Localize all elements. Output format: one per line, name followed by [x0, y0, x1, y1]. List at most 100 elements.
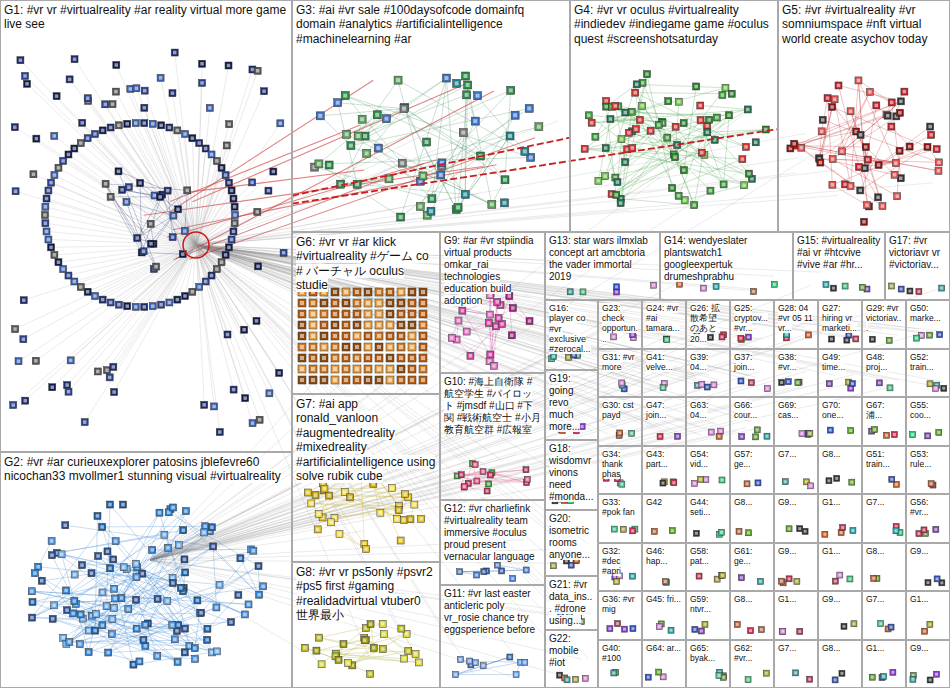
vertex-icon-face [83, 420, 87, 424]
vertex-icon [99, 296, 106, 303]
network-edge [54, 245, 196, 255]
vertex-icon-face [193, 657, 197, 661]
vertex-icon [374, 144, 382, 152]
vertex-icon [672, 123, 679, 130]
network-edge [336, 656, 371, 674]
vertex-icon-face [252, 549, 256, 553]
vertex-icon [208, 151, 215, 158]
vertex-icon-face [322, 367, 326, 371]
vertex-icon-face [388, 301, 392, 305]
vertex-icon [680, 120, 687, 127]
vertex-icon [829, 156, 836, 163]
vertex-icon [342, 299, 350, 307]
vertex-icon [77, 611, 84, 618]
vertex-icon [397, 310, 405, 318]
vertex-icon-face [937, 169, 941, 173]
vertex-icon [320, 310, 328, 318]
vertex-icon-face [399, 290, 403, 294]
network-edge [196, 245, 214, 406]
network-edge [319, 638, 374, 648]
vertex-icon-face [634, 127, 638, 131]
vertex-icon-face [388, 378, 392, 382]
vertex-icon [375, 343, 383, 351]
vertex-icon-face [104, 182, 108, 186]
network-edge [404, 109, 481, 156]
vertex-icon [856, 163, 863, 170]
vertex-icon [213, 157, 220, 164]
vertex-icon-face [256, 210, 259, 214]
vertex-icon [397, 343, 405, 351]
network-edge [489, 295, 490, 323]
vertex-icon-face [300, 334, 304, 338]
vertex-icon-face [630, 110, 634, 114]
vertex-icon [231, 220, 238, 227]
vertex-icon [32, 357, 39, 364]
vertex-icon [266, 390, 273, 397]
vertex-icon-face [183, 294, 187, 298]
vertex-icon-face [700, 151, 704, 155]
vertex-icon [225, 62, 232, 69]
vertex-icon [142, 621, 149, 628]
vertex-icon [375, 299, 383, 307]
vertex-icon [22, 397, 29, 404]
vertex-icon-face [135, 627, 139, 631]
vertex-icon-face [171, 576, 175, 580]
vertex-icon-face [333, 378, 337, 382]
vertex-icon [158, 301, 165, 308]
vertex-icon-face [333, 290, 337, 294]
vertex-icon-face [31, 600, 35, 604]
network-edge [842, 101, 901, 151]
vertex-icon [164, 187, 171, 194]
network-edge [167, 160, 436, 237]
vertex-icon-face [366, 356, 370, 360]
network-edge [53, 511, 186, 619]
network-edge [196, 245, 220, 432]
vertex-icon-face [365, 151, 369, 155]
vertex-icon [51, 172, 58, 179]
vertex-icon [99, 127, 106, 134]
vertex-icon-face [111, 102, 115, 106]
network-edge [492, 470, 526, 473]
vertex-icon [386, 332, 394, 340]
vertex-icon-face [199, 611, 203, 615]
vertex-icon [343, 130, 351, 138]
vertex-icon [48, 552, 55, 559]
vertex-icon-face [590, 121, 594, 125]
vertex-icon-face [40, 579, 44, 583]
vertex-icon-face [171, 581, 175, 585]
vertex-icon [419, 172, 427, 180]
vertex-icon-face [333, 334, 337, 338]
vertex-icon [226, 121, 233, 128]
vertex-icon-face [135, 87, 139, 91]
network-edge [685, 185, 744, 200]
vertex-icon-face [225, 144, 229, 148]
vertex-icon [228, 236, 235, 243]
vertex-icon-face [366, 312, 370, 316]
vertex-icon [342, 365, 350, 373]
vertex-icons [10, 49, 947, 683]
vertex-icon [42, 212, 49, 219]
vertex-icon-face [300, 312, 304, 316]
vertex-icon [331, 376, 339, 384]
vertex-icon [91, 130, 98, 137]
vertex-icon-face [87, 629, 91, 633]
vertex-icon-face [125, 200, 129, 204]
vertex-icon-face [202, 403, 206, 407]
vertex-icon [270, 168, 277, 175]
vertex-icon-face [421, 174, 425, 178]
network-edge [801, 148, 882, 206]
vertex-icon [182, 569, 189, 576]
vertex-icon-face [196, 599, 200, 603]
vertex-icon [232, 212, 239, 219]
vertex-icon-face [173, 638, 177, 642]
vertex-icon [65, 272, 72, 279]
network-edge [833, 159, 898, 196]
vertex-icon [331, 321, 339, 329]
vertex-icon-face [144, 623, 148, 627]
vertex-icon-face [876, 196, 880, 200]
vertex-icon [132, 303, 139, 310]
network-edge [823, 120, 939, 163]
vertex-icon-face [694, 85, 698, 89]
vertex-icon [115, 301, 122, 308]
